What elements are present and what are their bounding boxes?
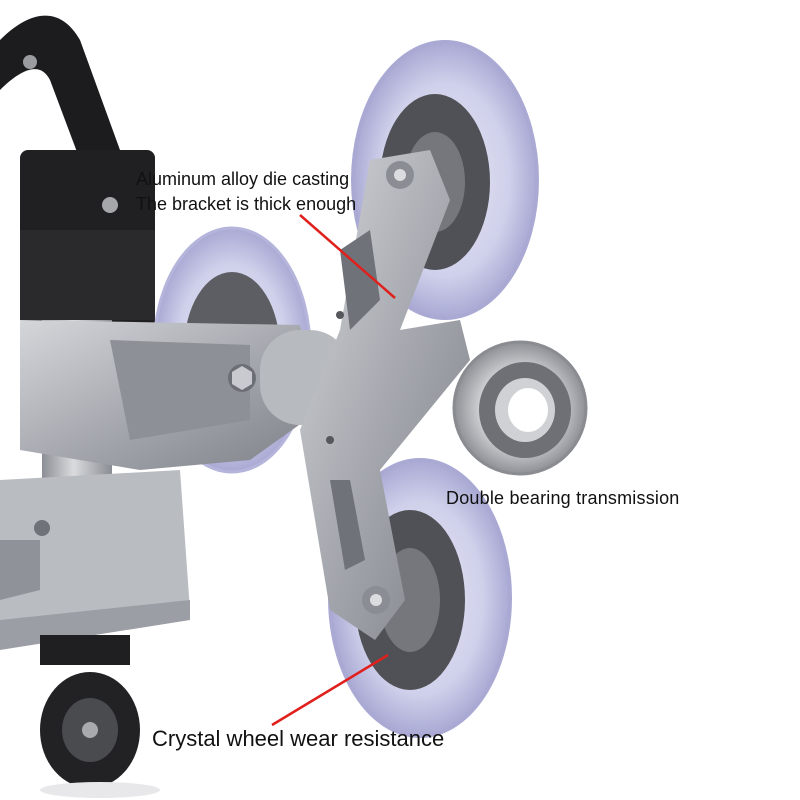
handle [0,15,155,330]
annotation-bracket: The bracket is thick enough [136,194,357,214]
annotation-material: Aluminum alloy die casting [136,169,350,189]
tri-star-bracket [300,150,470,640]
annotation-bearing: Double bearing transmission [446,488,680,508]
ball-bearing [452,340,588,476]
annotation-pointers [271,214,396,727]
base-frame [0,470,190,650]
pointer-wheel [271,653,389,727]
pointer-bracket [299,214,396,299]
axle-arm [20,320,350,470]
caster-wheel [40,635,160,798]
annotation-wheel: Crystal wheel wear resistance [152,726,445,751]
